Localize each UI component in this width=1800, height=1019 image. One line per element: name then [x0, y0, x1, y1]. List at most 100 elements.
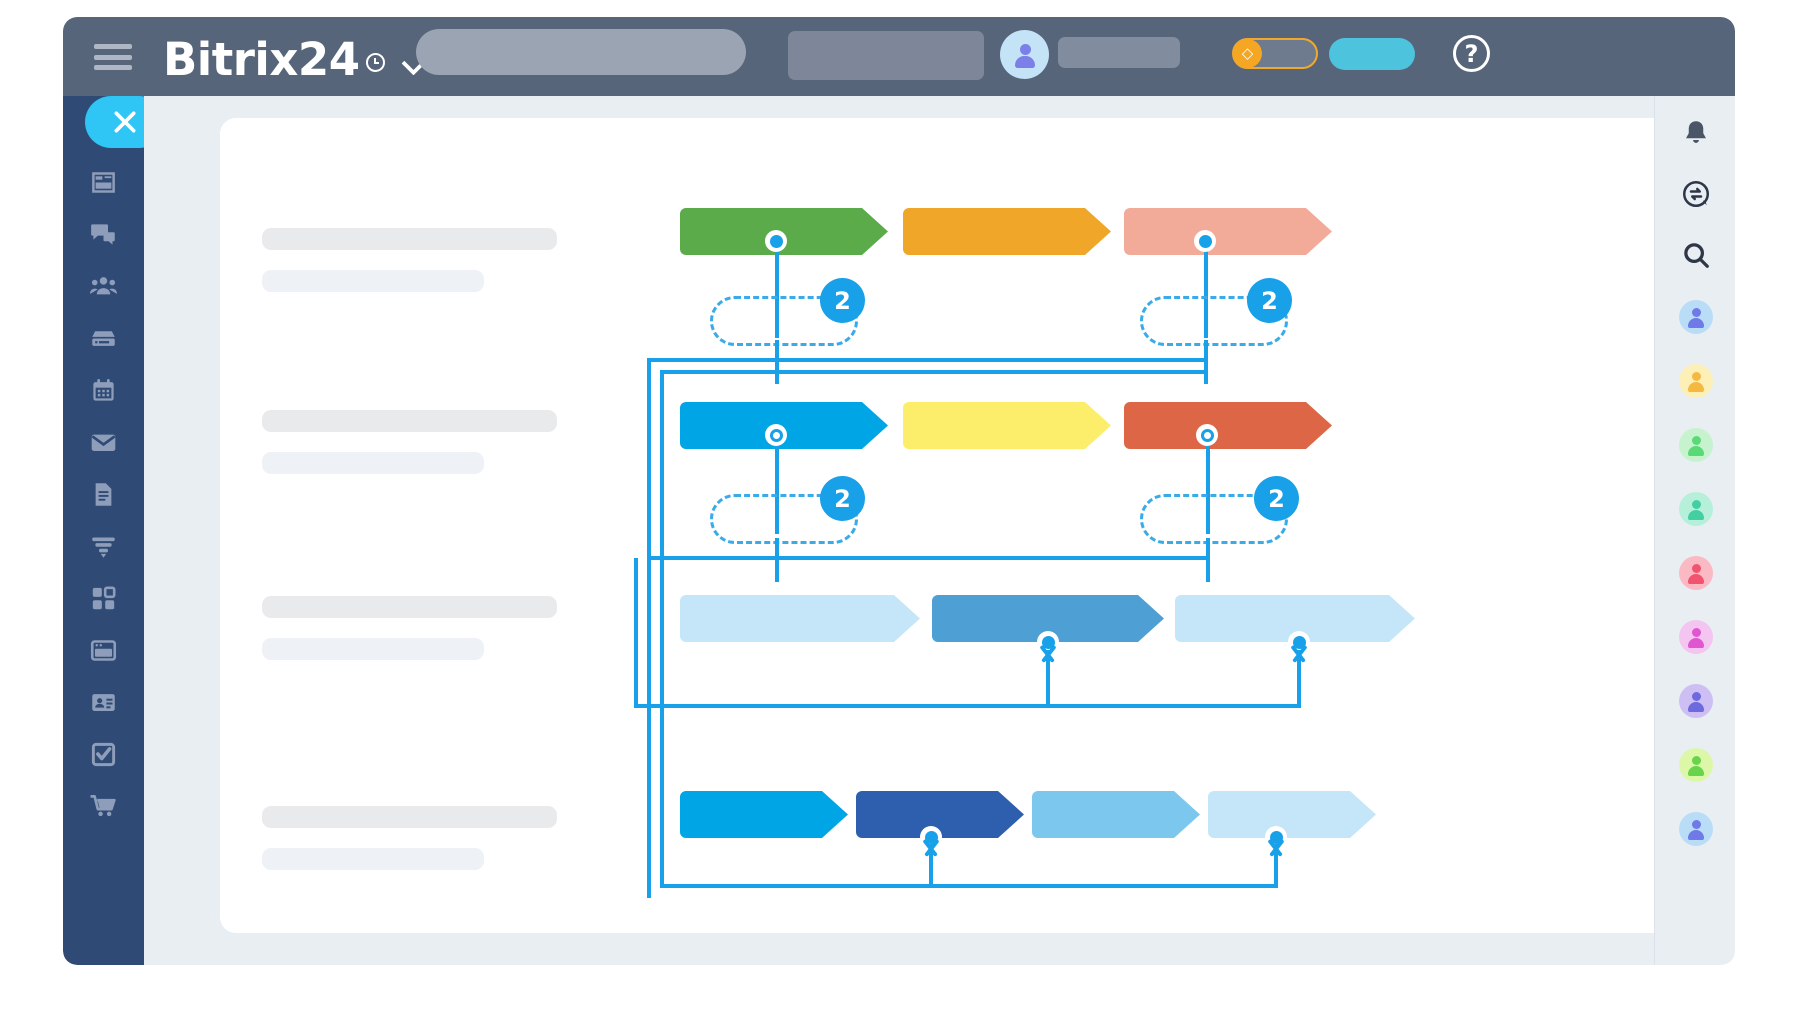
placeholder-dashed-box[interactable] [1140, 494, 1288, 544]
skeleton-row-1-short [262, 270, 484, 292]
chat-transfer[interactable] [1655, 171, 1735, 217]
sidebar-item-sites[interactable] [63, 630, 144, 670]
connector-line [647, 358, 1207, 362]
shopping-cart-icon [90, 794, 116, 816]
rail-avatar-7[interactable] [1655, 678, 1735, 724]
stage-skyblue[interactable] [1032, 791, 1200, 838]
stage-orange[interactable] [903, 208, 1111, 255]
rail-avatar-9[interactable] [1655, 806, 1735, 852]
connector-line [634, 558, 638, 708]
skeleton-row-4-long [262, 806, 557, 828]
sidebar-item-mail[interactable] [63, 422, 144, 462]
connector-dot[interactable] [765, 230, 787, 252]
document-icon [95, 482, 112, 506]
search-input[interactable] [416, 29, 746, 75]
connector-line [647, 556, 1210, 560]
rail-avatar-8[interactable] [1655, 742, 1735, 788]
connector-line [1204, 236, 1208, 338]
main-canvas: 2 2 2 2 [144, 96, 1735, 965]
group-people-icon [90, 276, 117, 294]
connector-line [1274, 844, 1278, 886]
envelope-icon [91, 434, 116, 451]
bell-icon [1685, 121, 1706, 143]
connector-line [660, 884, 1278, 888]
count-badge[interactable]: 2 [1254, 476, 1299, 521]
sidebar-item-tasks[interactable] [63, 734, 144, 774]
burger-line [94, 65, 132, 70]
burger-line [94, 44, 132, 49]
skeleton-row-4-short [262, 848, 484, 870]
avatar[interactable] [1000, 30, 1049, 79]
stage-salmon[interactable] [1124, 208, 1332, 255]
placeholder-dashed-box[interactable] [710, 494, 858, 544]
rail-avatar-6[interactable] [1655, 614, 1735, 660]
rail-avatar-4[interactable] [1655, 486, 1735, 532]
chat-bubbles-icon [91, 223, 115, 245]
connector-line [775, 430, 779, 534]
connector-dot-hollow[interactable] [765, 424, 787, 446]
connector-line [929, 844, 933, 886]
calendar-icon [93, 378, 114, 401]
connector-line [1204, 340, 1208, 384]
contact-card-icon [92, 693, 115, 711]
rail-avatar-5[interactable] [1655, 550, 1735, 596]
brand-logo[interactable]: Bitrix24 [163, 33, 385, 86]
connector-line [1206, 538, 1210, 582]
placeholder-dashed-box[interactable] [710, 296, 858, 346]
stage-paleblue[interactable] [1208, 791, 1376, 838]
drive-disk-icon [92, 330, 115, 346]
left-sidebar [63, 96, 165, 965]
sidebar-item-apps[interactable] [63, 578, 144, 618]
sidebar-item-shop[interactable] [63, 786, 144, 826]
teal-pill-button[interactable] [1329, 38, 1415, 70]
connector-dot[interactable] [1194, 230, 1216, 252]
sidebar-item-feed[interactable] [63, 162, 144, 202]
header-placeholder-box-1[interactable] [788, 31, 984, 80]
arrow-head-up-icon [1263, 840, 1289, 857]
browser-window-icon [90, 639, 117, 661]
rail-avatar-2[interactable] [1655, 358, 1735, 404]
sidebar-item-calendar[interactable] [63, 370, 144, 410]
sidebar-item-documents[interactable] [63, 474, 144, 514]
rocket-pill-button[interactable]: ◇ [1232, 38, 1318, 69]
right-rail [1654, 96, 1735, 965]
help-question-icon[interactable]: ? [1453, 35, 1490, 72]
brand-text: Bitrix24 [163, 33, 360, 86]
sidebar-item-drive[interactable] [63, 318, 144, 358]
notifications-bell[interactable] [1655, 110, 1735, 156]
connector-line [634, 704, 1301, 708]
stage-yellow[interactable] [903, 402, 1111, 449]
user-avatar-icon [1013, 43, 1037, 68]
sidebar-item-chat[interactable] [63, 214, 144, 254]
hamburger-menu-icon[interactable] [94, 44, 132, 70]
sidebar-item-group[interactable] [63, 266, 144, 306]
count-badge[interactable]: 2 [1247, 278, 1292, 323]
skeleton-row-3-short [262, 638, 484, 660]
count-badge[interactable]: 2 [820, 476, 865, 521]
arrow-head-up-icon [1035, 646, 1061, 663]
header-placeholder-box-2[interactable] [1058, 37, 1180, 68]
stage-lightblue-a[interactable] [680, 595, 920, 642]
arrow-head-up-icon [1286, 646, 1312, 663]
news-feed-icon [92, 171, 115, 193]
connector-line [647, 358, 651, 898]
user-avatar-icon [1678, 492, 1713, 526]
stage-brightblue[interactable] [680, 791, 848, 838]
stage-red[interactable] [1124, 402, 1332, 449]
placeholder-dashed-box[interactable] [1140, 296, 1288, 346]
count-badge[interactable]: 2 [820, 278, 865, 323]
bitrix24-window: Bitrix24 ◇ ? [63, 17, 1735, 965]
rocket-icon: ◇ [1233, 39, 1262, 68]
connector-line [775, 538, 779, 582]
search[interactable] [1655, 232, 1735, 278]
user-avatar-icon [1678, 364, 1713, 398]
skeleton-row-1-long [262, 228, 557, 250]
rail-avatar-1[interactable] [1655, 294, 1735, 340]
user-avatar-icon [1678, 748, 1713, 782]
sidebar-item-crm[interactable] [63, 526, 144, 566]
sidebar-item-contacts[interactable] [63, 682, 144, 722]
connector-dot-hollow[interactable] [1196, 424, 1218, 446]
rail-avatar-3[interactable] [1655, 422, 1735, 468]
burger-line [94, 54, 132, 60]
user-avatar-icon [1678, 556, 1713, 590]
